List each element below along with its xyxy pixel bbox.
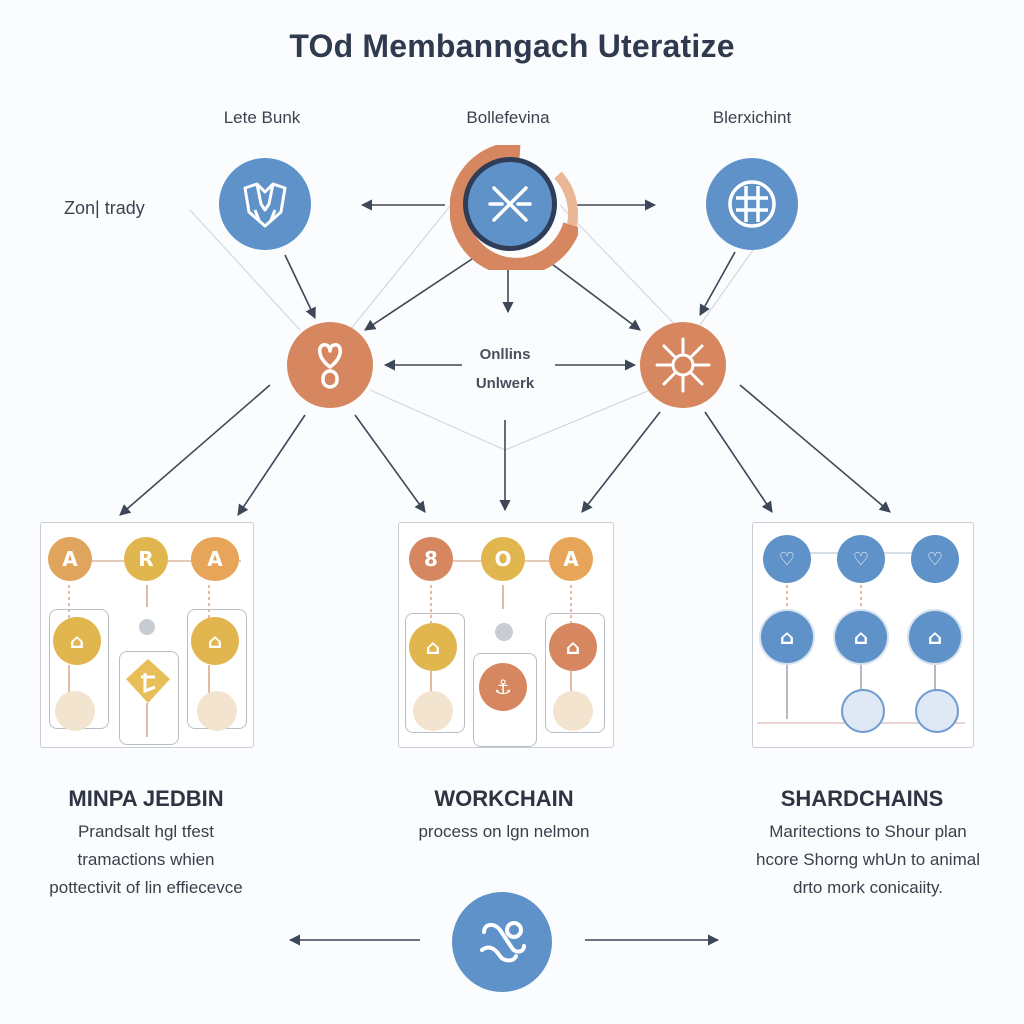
arrow-hub-to-panel3a	[704, 411, 773, 513]
panel3-description: Maritections to Shour plan hcore Shorng …	[730, 818, 1006, 902]
panel2-sub-right	[545, 613, 605, 733]
panel3-lock-icon-2: ⌂	[835, 611, 887, 663]
panel1-node-a2[interactable]: A	[191, 537, 239, 581]
arrow-heart-to-panel2	[354, 414, 426, 513]
panel2-lock-icon-right: ⌂	[549, 623, 597, 671]
panel3-empty-node-2	[915, 689, 959, 733]
panel1-desc-line-3: pottectivit of lin effiecevce	[49, 878, 243, 897]
panel-shardchains: ♡ ♡ ♡ ⌂ ⌂ ⌂	[752, 522, 974, 748]
panel3-node-2[interactable]: ♡	[837, 535, 885, 583]
panel2-sub-left	[405, 613, 465, 733]
panel2-node-a[interactable]: A	[549, 537, 593, 581]
cross-link-icon[interactable]	[468, 162, 552, 246]
panel1-node-r[interactable]: R	[124, 537, 168, 581]
arrow-right-to-hub	[699, 251, 736, 316]
panel3-desc-line-2: hcore Shorng whUn to animal	[756, 850, 980, 869]
panel1-faded-node-right	[197, 691, 237, 731]
panel1-dot	[139, 619, 155, 635]
arrow-hub-to-panel3b	[739, 384, 891, 513]
center-label-online: Onllins	[479, 346, 531, 363]
panel2-faded-node-right	[553, 691, 593, 731]
panel2-description: process on lgn nelmon	[376, 818, 632, 846]
center-hub-ring	[449, 141, 581, 276]
arrow-heart-to-panel1b	[237, 414, 306, 516]
panel3-node-1[interactable]: ♡	[763, 535, 811, 583]
panel1-node-a[interactable]: A	[48, 537, 92, 581]
panel-workchain: 8 O A ⌂ ⌂ ⚓	[398, 522, 614, 748]
panel1-shield-icon	[123, 657, 173, 707]
heart-link-icon[interactable]	[287, 322, 373, 408]
center-label-network: Unlwerk	[475, 375, 535, 392]
arrow-heart-to-panel1a	[119, 384, 271, 516]
arrow-hub-to-panel2	[581, 411, 661, 513]
panel3-desc-line-1: Maritections to Shour plan	[769, 822, 967, 841]
diagram-title: TOd Membanngach Uteratize	[289, 28, 735, 64]
shield-logo-icon[interactable]	[219, 158, 311, 250]
panel3-desc-line-3: drto mork conicaiity.	[793, 878, 943, 897]
arrow-center-to-heart	[364, 254, 479, 331]
panel2-anchor-icon: ⚓	[479, 663, 527, 711]
panel2-title: WORKCHAIN	[434, 786, 574, 811]
panel1-desc-line-2: tramactions whien	[77, 850, 215, 869]
panel2-node-lock[interactable]: 8	[409, 537, 453, 581]
panel1-sub-middle	[119, 651, 179, 745]
panel2-dot	[495, 623, 513, 641]
panel1-description: Prandsalt hgl tfest tramactions whien po…	[18, 818, 274, 902]
network-hub-icon[interactable]	[640, 322, 726, 408]
link-knot-icon[interactable]	[452, 892, 552, 992]
panel3-title: SHARDCHAINS	[780, 786, 944, 811]
panel1-faded-node-left	[55, 691, 95, 731]
panel1-desc-line-1: Prandsalt hgl tfest	[77, 822, 215, 841]
panel3-lock-icon-3: ⌂	[909, 611, 961, 663]
coin-stack-icon[interactable]	[706, 158, 798, 250]
panel3-node-3[interactable]: ♡	[911, 535, 959, 583]
panel2-lock-icon-left: ⌂	[409, 623, 457, 671]
panel2-sub-middle	[473, 653, 537, 747]
panel1-lock-icon-left: ⌂	[53, 617, 101, 665]
top-right-label: Blerxichint	[712, 108, 792, 127]
panel2-desc-line-1: process on lgn nelmon	[418, 822, 590, 841]
arrow-left-to-heart	[284, 254, 316, 320]
panel-mainchain: A R A ⌂ ⌂	[40, 522, 254, 748]
panel2-faded-node-left	[413, 691, 453, 731]
panel1-lock-icon-right: ⌂	[191, 617, 239, 665]
arrow-center-to-hub	[539, 254, 641, 331]
panel2-node-o[interactable]: O	[481, 537, 525, 581]
panel1-title: MINPA JEDBIN	[68, 786, 224, 811]
side-label: Zon| trady	[64, 198, 145, 218]
panel3-lock-icon-1: ⌂	[761, 611, 813, 663]
top-center-label: Bollefevina	[466, 108, 550, 127]
top-left-label: Lete Bunk	[223, 108, 301, 127]
panel3-empty-node-1	[841, 689, 885, 733]
